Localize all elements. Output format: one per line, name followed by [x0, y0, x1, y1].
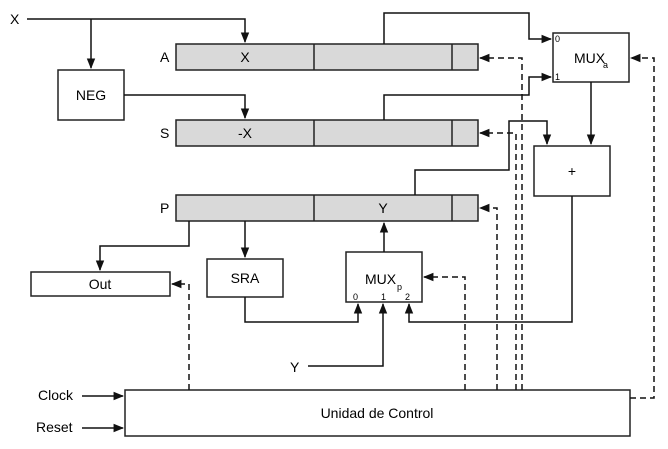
mux-a-input-0: 0 [555, 34, 560, 44]
control-unit-label: Unidad de Control [321, 405, 434, 421]
mux-a: MUX a 0 1 [552, 32, 630, 83]
wire-y-to-mux-p [308, 302, 388, 367]
neg-block: NEG [57, 69, 125, 121]
wire-sra-to-mux-p [244, 297, 363, 323]
mux-a-input-1: 1 [555, 72, 560, 82]
register-s-name: S [160, 125, 169, 141]
ctrl-s [478, 128, 517, 390]
control-unit: Unidad de Control [124, 389, 631, 437]
ctrl-a [478, 53, 523, 390]
wire-a-to-mux-a [383, 12, 553, 44]
clock-label: Clock [38, 387, 74, 403]
adder-label: + [568, 163, 576, 179]
wire-s-to-mux-a [383, 72, 553, 120]
wire-p-to-adder [414, 120, 552, 195]
ctrl-out [170, 279, 190, 390]
register-p-low-field: Y [378, 200, 388, 216]
register-s: S -X [160, 119, 479, 147]
mux-a-label: MUX [574, 50, 606, 66]
mux-p-input-1: 1 [381, 292, 386, 302]
mux-p-input-2: 2 [405, 292, 410, 302]
sra-label: SRA [231, 270, 260, 286]
register-a-high-field: X [240, 49, 250, 65]
mux-p-label: MUX [365, 271, 397, 287]
input-x-label: X [10, 11, 20, 27]
wire-adder-to-mux-p [404, 196, 573, 323]
mux-a-subscript: a [603, 60, 608, 70]
neg-label: NEG [76, 87, 106, 103]
register-p-name: P [160, 200, 169, 216]
wire-p-to-out [95, 221, 190, 272]
wire-neg-to-s [124, 94, 250, 120]
ctrl-mux-a [629, 53, 655, 399]
wire-x-to-a [27, 18, 250, 44]
mux-p-input-0: 0 [353, 292, 358, 302]
out-label: Out [89, 276, 112, 292]
out-block: Out [30, 271, 171, 297]
register-a-name: A [160, 49, 170, 65]
adder-block: + [533, 145, 611, 197]
sra-block: SRA [206, 258, 284, 298]
register-p: P Y [160, 194, 479, 222]
mux-p-subscript: p [397, 282, 402, 292]
input-y-label: Y [290, 359, 300, 375]
register-s-high-field: -X [238, 125, 253, 141]
mux-p: MUX p 0 1 2 [345, 251, 423, 303]
register-a: A X [160, 43, 479, 71]
ctrl-mux-p [422, 272, 466, 390]
ctrl-p [478, 203, 498, 390]
reset-label: Reset [36, 419, 73, 435]
